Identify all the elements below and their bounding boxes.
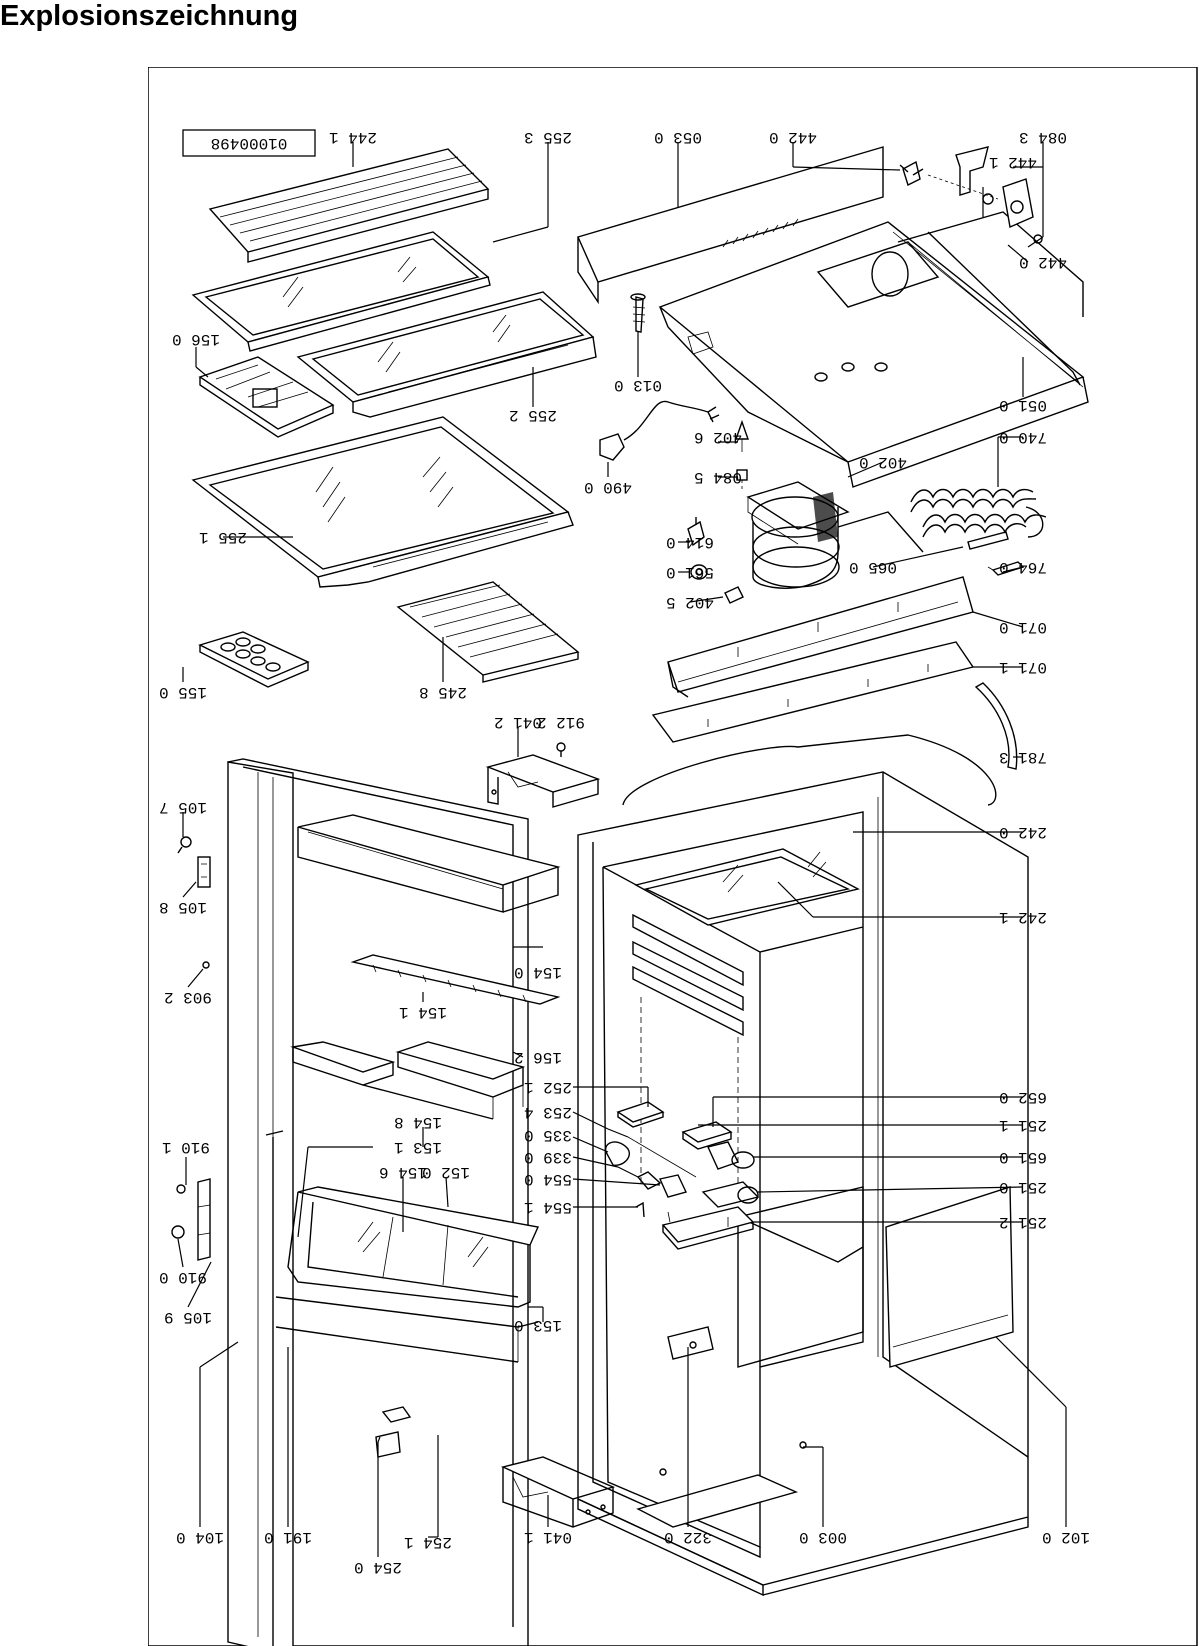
part-label-253-4: 253 4 <box>524 1103 572 1121</box>
part-label-251-2: 251 2 <box>999 1213 1047 1231</box>
part-label-003-0: 003 0 <box>799 1528 847 1546</box>
part-label-442-1: 442 1 <box>989 153 1037 171</box>
part-label-065-0: 065 0 <box>849 558 897 576</box>
heater-cover-071-0 <box>667 576 974 698</box>
part-label-071-0: 071 0 <box>999 618 1047 636</box>
leader-lines <box>177 142 1067 1557</box>
part-label-156-0: 156 0 <box>172 330 220 348</box>
part-label-490-0: 490 0 <box>584 478 632 496</box>
door-shelf-154-0 <box>297 814 561 913</box>
part-label-339-0: 339 0 <box>524 1148 572 1166</box>
glass-shelf-255-3 <box>191 231 491 352</box>
part-label-105-8: 105 8 <box>159 898 207 916</box>
door-seal-191-0 <box>265 1130 284 1646</box>
cover-053-0 <box>577 146 884 305</box>
screw-912-2 <box>556 742 566 757</box>
hinge-041-2 <box>485 754 601 808</box>
part-label-322-0: 322 0 <box>664 1528 712 1546</box>
part-label-903-2: 903 2 <box>164 988 212 1006</box>
part-label-255-2: 255 2 <box>509 406 557 424</box>
part-label-910-0: 910 0 <box>159 1268 207 1286</box>
part-label-652-0: 652 0 <box>999 1088 1047 1106</box>
burner-parts <box>735 419 749 492</box>
part-label-254-1: 254 1 <box>404 1533 452 1551</box>
door-handle-parts <box>375 1406 412 1458</box>
burner-402-0 <box>746 481 924 589</box>
condenser-coil-740-0 <box>910 488 1047 550</box>
part-label-244-1: 244 1 <box>329 128 377 146</box>
butter-dish-155-0 <box>198 631 310 688</box>
part-label-084-5: 084 5 <box>694 468 742 486</box>
part-label-191-0: 191 0 <box>264 1528 312 1546</box>
part-label-251-0: 251 0 <box>999 1178 1047 1196</box>
part-label-154-1: 154 1 <box>399 1003 447 1021</box>
door-bottom-shelf-153-0 <box>275 1296 539 1363</box>
part-label-252-1: 252 1 <box>524 1078 572 1096</box>
part-label-442-0: 442 0 <box>1019 253 1067 271</box>
part-label-402-5: 402 5 <box>666 593 714 611</box>
part-label-561-0: 561 0 <box>666 563 714 581</box>
part-label-254-0: 254 0 <box>354 1558 402 1576</box>
door-bottle-shelf-152-0 <box>287 1186 540 1308</box>
egg-tray-156-0 <box>198 356 335 438</box>
part-label-105-9: 105 9 <box>164 1308 212 1326</box>
part-label-554-1: 554 1 <box>524 1198 572 1216</box>
part-label-614-0: 614 0 <box>666 533 714 551</box>
part-label-251-1: 251 1 <box>999 1116 1047 1134</box>
exploded-diagram: 01000498 <box>148 67 1198 1646</box>
part-label-041-2: 041 2 <box>494 713 542 731</box>
part-label-255-1: 255 1 <box>199 528 247 546</box>
part-label-154-0: 154 0 <box>514 963 562 981</box>
part-label-053-0: 053 0 <box>654 128 702 146</box>
control-parts <box>604 1101 760 1250</box>
part-label-912-2: 912 2 <box>537 713 585 731</box>
part-label-104-0: 104 0 <box>176 1528 224 1546</box>
part-label-335-0: 335 0 <box>524 1126 572 1144</box>
door-rack-154-1 <box>350 954 561 1005</box>
part-label-153-1: 153 1 <box>394 1138 442 1156</box>
drip-tray-245-8 <box>396 581 580 683</box>
part-label-084-3: 084 3 <box>1019 128 1067 146</box>
part-label-740-0: 740 0 <box>999 428 1047 446</box>
part-label-554-0: 554 0 <box>524 1170 572 1188</box>
part-label-154-6: 154 6 <box>379 1163 427 1181</box>
part-label-402-0: 402 0 <box>859 453 907 471</box>
part-label-154-8: 154 8 <box>394 1113 442 1131</box>
part-label-102-0: 102 0 <box>1042 1528 1090 1546</box>
part-label-910-1: 910 1 <box>162 1138 210 1156</box>
part-label-242-1: 242 1 <box>999 908 1047 926</box>
glass-shelf-255-2 <box>296 291 597 418</box>
part-label-155-0: 155 0 <box>159 683 207 701</box>
evaporator-housing-051-0 <box>658 211 1089 488</box>
door-bin-154-8 <box>290 1041 526 1120</box>
part-label-651-0: 651 0 <box>999 1148 1047 1166</box>
part-label-013-0: 013 0 <box>614 376 662 394</box>
drawing-number-box: 01000498 <box>182 129 316 157</box>
screw-013-0 <box>630 293 646 333</box>
part-label-051-0: 051 0 <box>999 396 1047 414</box>
ignition-parts <box>687 517 744 604</box>
part-label-242-0: 242 0 <box>999 823 1047 841</box>
part-label-153-0: 153 0 <box>514 1316 562 1334</box>
part-label-156-2: 156 2 <box>514 1048 562 1066</box>
thermostat-cable-490-0 <box>599 400 720 461</box>
part-label-152-0: 152 0 <box>422 1163 470 1181</box>
label-layer: 244 1 255 3 053 0 442 0 084 3 442 1 442 0 156 0… <box>159 128 1090 1576</box>
shelf-244-1 <box>208 148 490 263</box>
hinge-041-1 <box>500 1456 616 1528</box>
door-body <box>227 758 529 1646</box>
door-small-parts-left <box>171 836 211 1261</box>
part-label-255-3: 255 3 <box>524 128 572 146</box>
part-label-245-8: 245 8 <box>419 683 467 701</box>
part-label-781-3: 781 3 <box>999 748 1047 766</box>
part-label-105-7: 105 7 <box>159 798 207 816</box>
drawing-number: 01000498 <box>211 134 288 152</box>
part-label-442-0: 442 0 <box>769 128 817 146</box>
part-label-764-0: 764 0 <box>999 558 1047 576</box>
part-label-071-1: 071 1 <box>999 658 1047 676</box>
page-title: Explosionszeichnung <box>0 0 299 32</box>
part-label-041-1: 041 1 <box>524 1528 572 1546</box>
hose-781-3 <box>974 682 1018 770</box>
part-label-402-6: 402 6 <box>694 428 742 446</box>
